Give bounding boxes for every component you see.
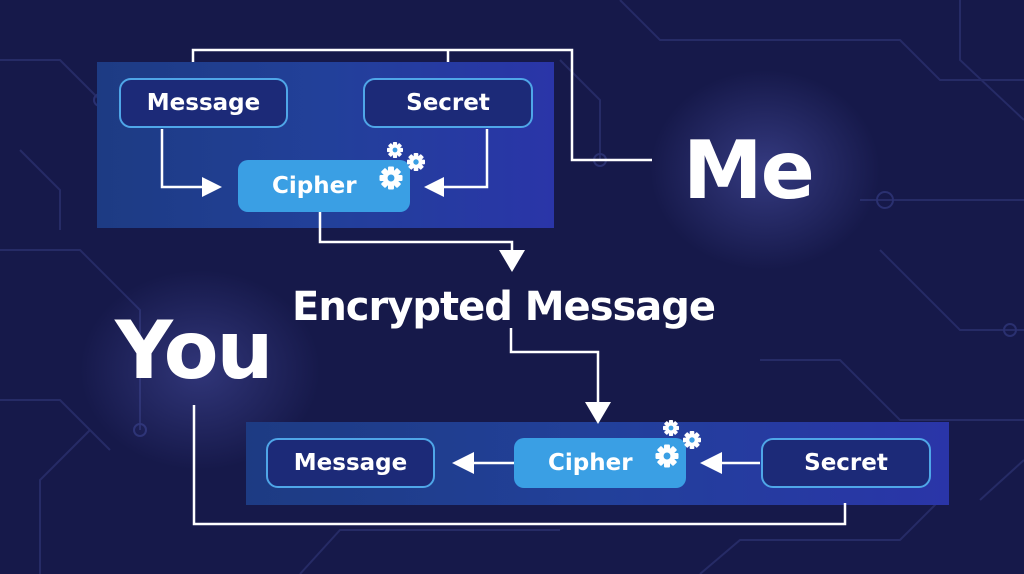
gears-icon — [655, 420, 701, 468]
arrow-icon — [452, 452, 474, 474]
encrypted-to-cipher-line — [509, 328, 600, 404]
receiver-secret-label: Secret — [804, 450, 888, 476]
arrow-icon — [499, 250, 525, 272]
me-to-sender-line — [191, 48, 652, 162]
receiver-cipher-box: Cipher — [514, 438, 686, 488]
receiver-cipher-label: Cipher — [548, 450, 633, 476]
receiver-message-label: Message — [293, 450, 408, 476]
cipher-to-encrypted-line — [318, 212, 514, 256]
arrow-icon — [424, 177, 444, 197]
message-to-cipher-line — [160, 129, 208, 189]
arrow-icon — [585, 402, 611, 424]
you-label: You — [115, 304, 273, 397]
sender-cipher-box: Cipher — [238, 160, 410, 212]
you-to-receiver-line — [192, 405, 847, 526]
sender-message-label: Message — [146, 90, 261, 116]
me-label: Me — [683, 124, 815, 217]
encrypted-message-label: Encrypted Message — [292, 284, 716, 330]
arrow-icon — [700, 452, 722, 474]
receiver-secret-box: Secret — [761, 438, 931, 488]
sender-secret-box: Secret — [363, 78, 533, 128]
sender-cipher-label: Cipher — [272, 173, 357, 199]
sender-secret-label: Secret — [406, 90, 490, 116]
secret-to-cipher-line — [440, 129, 489, 189]
arrow-icon — [202, 177, 222, 197]
sender-message-box: Message — [119, 78, 288, 128]
receiver-message-box: Message — [266, 438, 435, 488]
gears-icon — [379, 142, 425, 190]
